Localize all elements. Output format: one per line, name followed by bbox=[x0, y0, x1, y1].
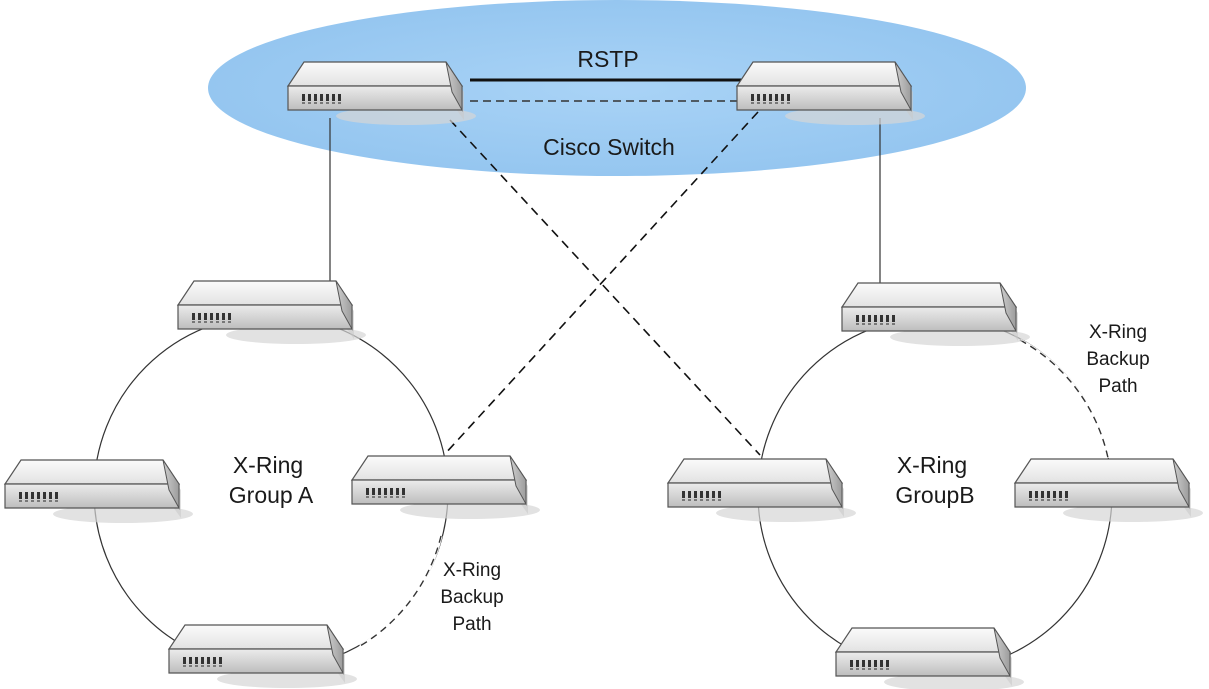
ring-a-backup-line3: Path bbox=[452, 614, 491, 635]
cross-link-right-to-ring-a bbox=[443, 111, 759, 456]
ring-a-switch-bottom bbox=[168, 624, 358, 689]
cross-link-left-to-ring-b bbox=[449, 119, 761, 456]
ring-b-backup-line3: Path bbox=[1098, 376, 1137, 397]
ring-b-name-line2: GroupB bbox=[895, 482, 974, 508]
ring-b-backup-line1: X-Ring bbox=[1089, 322, 1147, 343]
ring-a-backup-line2: Backup bbox=[440, 587, 503, 608]
ring-a-backup-line1: X-Ring bbox=[443, 560, 501, 581]
ring-b-name-line1: X-Ring bbox=[897, 452, 967, 478]
ring-a-switch-right bbox=[351, 455, 541, 520]
cisco-switch-label: Cisco Switch bbox=[543, 134, 675, 160]
ring-a-backup-path bbox=[359, 535, 442, 647]
ring-b-switch-top bbox=[841, 282, 1031, 347]
ring-b-switch-right bbox=[1014, 458, 1204, 523]
ring-b-backup-line2: Backup bbox=[1086, 349, 1149, 370]
ring-b-backup-dash bbox=[1019, 339, 1109, 459]
ring-a-name-line1: X-Ring bbox=[233, 452, 303, 478]
ring-a-switch-left bbox=[4, 459, 194, 524]
rstp-label: RSTP bbox=[577, 46, 638, 72]
ring-a-name-line2: Group A bbox=[229, 482, 314, 508]
ring-a-switch-top bbox=[177, 280, 367, 345]
ring-a-mask bbox=[359, 535, 443, 648]
ring-a-backup-dash bbox=[359, 535, 442, 647]
cisco-switch-group-ellipse bbox=[208, 0, 1026, 176]
ring-b-switch-bottom bbox=[835, 627, 1025, 689]
ring-b-switch-left bbox=[667, 458, 857, 523]
